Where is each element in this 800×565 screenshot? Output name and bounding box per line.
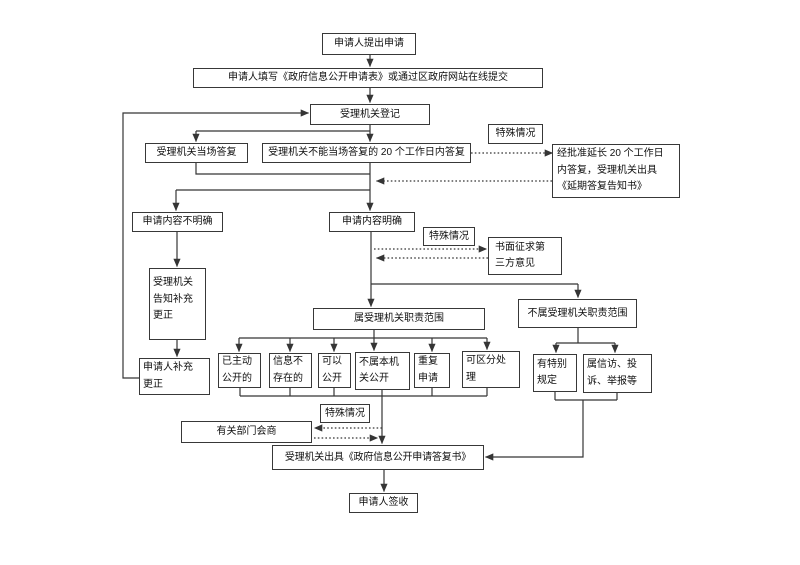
node-already-public: 已主动 公开的 — [218, 353, 261, 388]
node-extension-notice: 经批准延长 20 个工作日 内答复，受理机关出具 《延期答复告知书》 — [552, 144, 680, 198]
node-special-rules: 有特别 规定 — [533, 354, 577, 392]
node-content-unclear: 申请内容不明确 — [132, 212, 223, 232]
node-other-agency: 不属本机 关公开 — [355, 352, 410, 390]
node-applicant-supplement: 申请人补充 更正 — [139, 358, 210, 395]
node-applicant-sign: 申请人签收 — [349, 493, 418, 513]
node-register: 受理机关登记 — [310, 104, 430, 125]
node-within-scope: 属受理机关职责范围 — [313, 308, 485, 330]
node-third-party-opinion: 书面征求第 三方意见 — [488, 237, 562, 275]
node-special-case-3: 特殊情况 — [320, 404, 370, 423]
node-outside-scope: 不属受理机关职责范围 — [518, 299, 637, 328]
node-fill-application-form: 申请人填写《政府信息公开申请表》或通过区政府网站在线提交 — [193, 68, 543, 88]
node-petition-complaint: 属信访、投 诉、举报等 — [583, 354, 652, 393]
node-reply-in-20-days: 受理机关不能当场答复的 20 个工作日内答复 — [262, 143, 471, 163]
node-can-disclose: 可以 公开 — [318, 353, 351, 388]
node-content-clear: 申请内容明确 — [329, 212, 415, 232]
node-repeated-application: 重复 申请 — [414, 353, 450, 388]
node-special-case-1: 特殊情况 — [488, 124, 543, 144]
node-notify-supplement: 受理机关 告知补充 更正 — [149, 268, 206, 340]
node-info-not-exist: 信息不 存在的 — [269, 353, 312, 388]
node-submit-application: 申请人提出申请 — [322, 33, 416, 55]
node-special-case-2: 特殊情况 — [423, 227, 475, 246]
node-partially-processable: 可区分处 理 — [462, 351, 520, 388]
node-issue-reply-document: 受理机关出具《政府信息公开申请答复书》 — [272, 445, 484, 470]
node-reply-onsite: 受理机关当场答复 — [145, 143, 248, 163]
node-department-consultation: 有关部门会商 — [181, 421, 312, 443]
